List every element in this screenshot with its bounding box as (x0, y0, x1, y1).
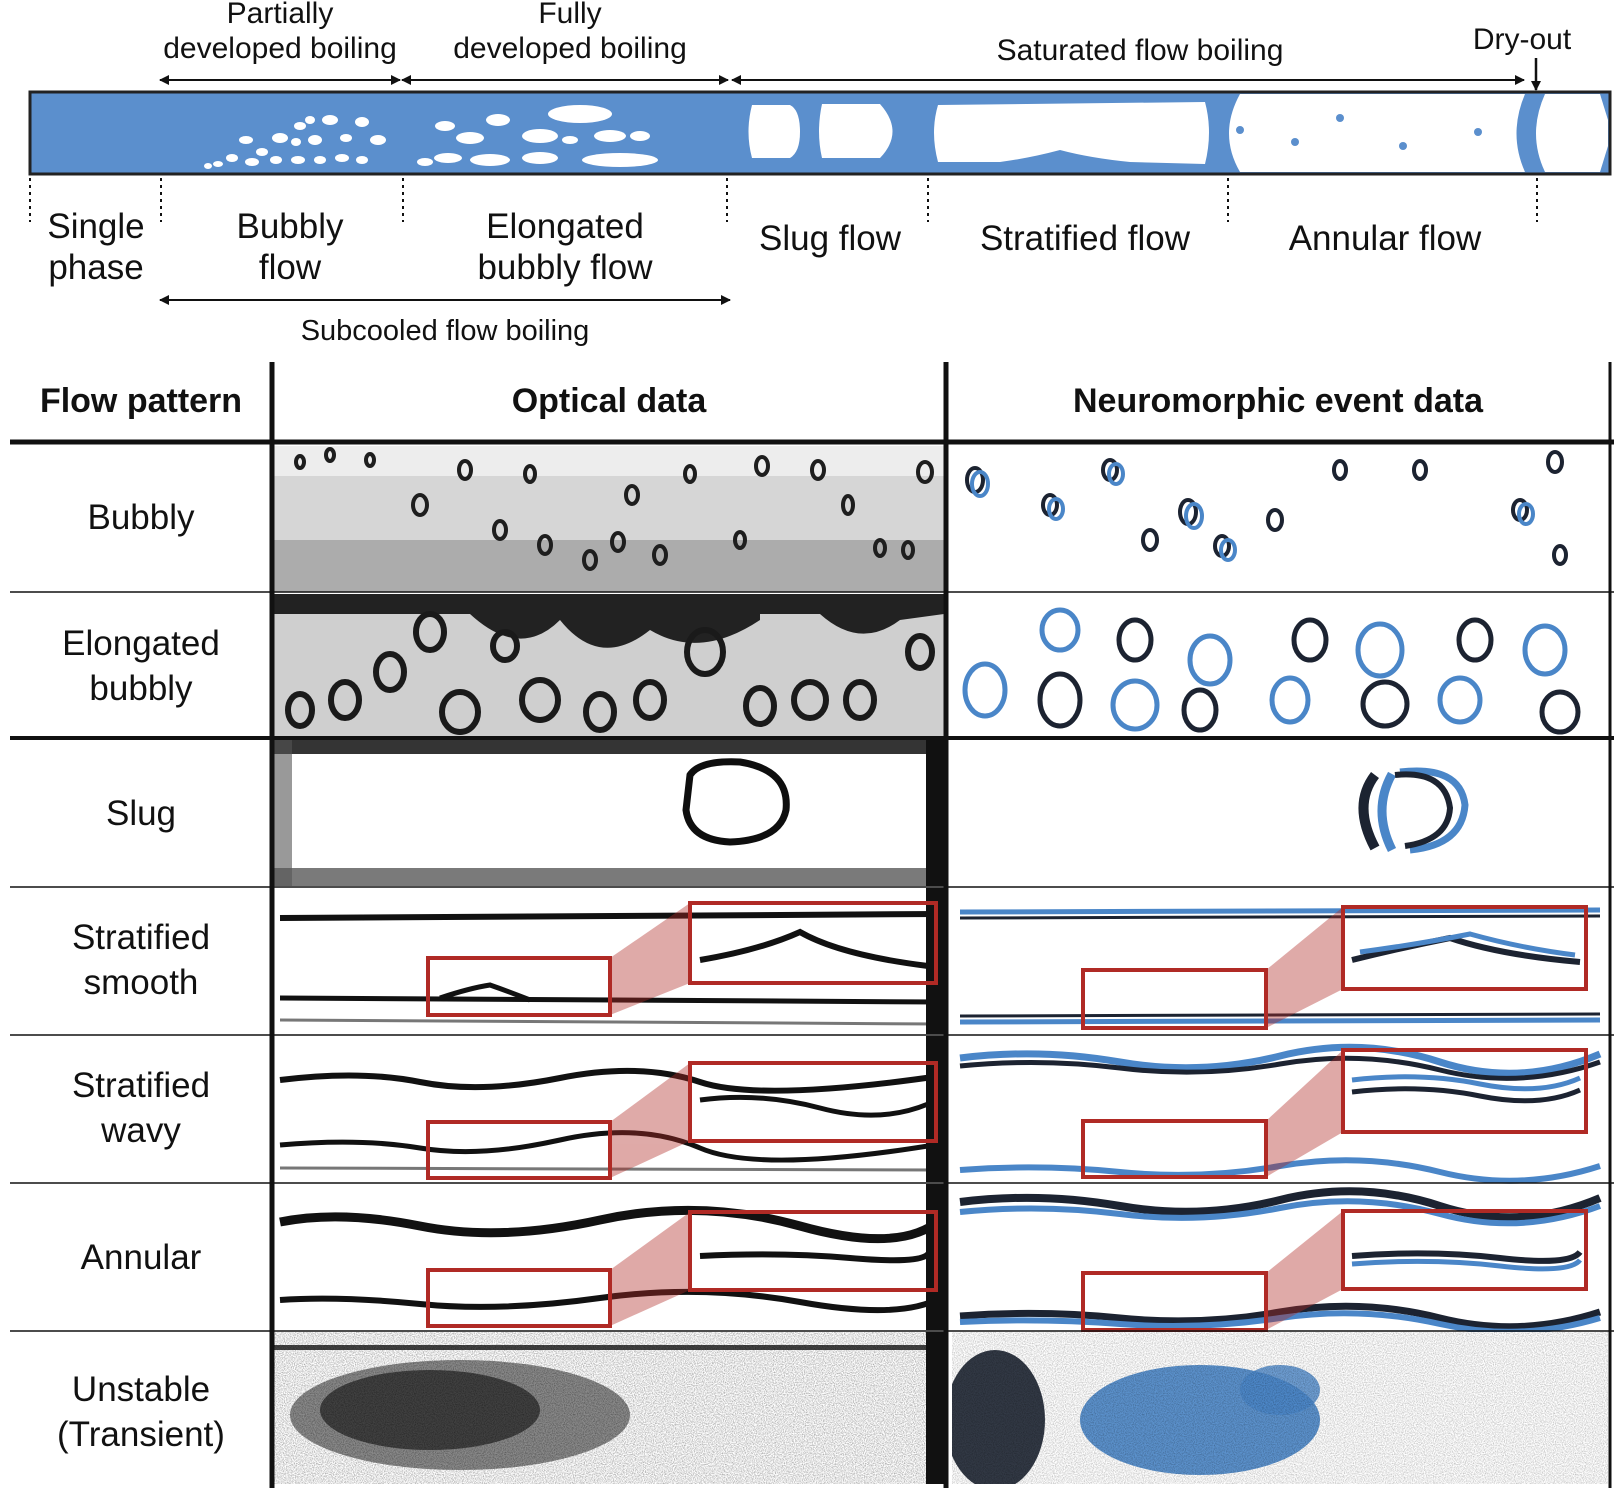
header-neuromorphic-data: Neuromorphic event data (1073, 382, 1483, 420)
header-optical-data: Optical data (511, 382, 707, 420)
row-label-annular: Annular (80, 1238, 202, 1277)
label-partially-developed: Partially developed boiling (163, 0, 397, 66)
event-slug (952, 740, 1608, 886)
boiling-schematic (28, 58, 1612, 305)
row-label-bubbly: Bubbly (87, 498, 195, 537)
small-bubbles (204, 115, 386, 169)
row-label-slug: Slug (105, 794, 177, 833)
annular-droplets (1236, 114, 1482, 150)
row-label-stratified-wavy: Stratified wavy (71, 1066, 211, 1150)
dryout-vapor (1536, 94, 1608, 172)
zoom-content-event (1351, 931, 1583, 1272)
label-subcooled: Subcooled flow boiling (300, 315, 590, 347)
zoom-wedges-optical (610, 903, 690, 1326)
label-fully-developed: Fully developed boiling (453, 0, 687, 66)
regime-annular: Annular flow (1288, 219, 1482, 258)
regime-bubbly: Bubbly flow (236, 207, 344, 288)
zoom-callouts-optical (426, 901, 938, 1328)
slug-bubble-1 (748, 105, 800, 158)
table-grid (10, 362, 1614, 1488)
slug-bubble-2 (819, 104, 893, 158)
event-elongated (952, 594, 1608, 738)
regime-elongated: Elongated bubbly flow (477, 207, 653, 288)
row-label-elongated-bubbly: Elongated bubbly (62, 624, 220, 708)
label-dry-out: Dry-out (1472, 23, 1572, 56)
row-label-stratified-smooth: Stratified smooth (71, 918, 211, 1002)
zoom-wedges-event (1266, 907, 1343, 1330)
optical-slug (272, 740, 944, 886)
header-flow-pattern: Flow pattern (39, 382, 243, 420)
stratified-vapor (934, 102, 1209, 164)
event-stratified-wavy (952, 1036, 1608, 1182)
zoom-callouts-event (1081, 905, 1588, 1332)
regime-stratified: Stratified flow (979, 219, 1191, 258)
regime-single-phase: Single phase (47, 207, 145, 288)
zoom-content-optical (699, 928, 931, 1264)
annular-vapor (1229, 94, 1525, 172)
label-saturated: Saturated flow boiling (996, 34, 1284, 67)
regime-slug: Slug flow (758, 219, 902, 258)
elongated-bubbles (417, 105, 658, 167)
row-label-unstable: Unstable (Transient) (57, 1370, 225, 1454)
